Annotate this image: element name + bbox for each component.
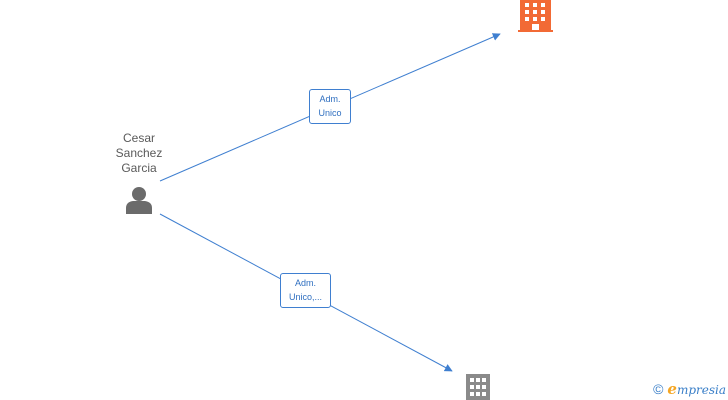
- footer-brand: © empresia: [653, 380, 726, 398]
- copyright-icon: ©: [653, 381, 664, 397]
- edge-label-line: Unico: [318, 108, 342, 118]
- edge-label-line: Adm.: [319, 94, 341, 104]
- edge-label[interactable]: Adm. Unico,...: [280, 273, 331, 308]
- person-icon[interactable]: [126, 187, 152, 214]
- brand-logo-text: mpresia: [676, 383, 726, 397]
- brand-logo-initial: e: [667, 380, 677, 398]
- brand-logo[interactable]: empresia: [667, 380, 726, 398]
- person-name-line: Garcia: [121, 161, 157, 175]
- edge-label-line: Adm.: [294, 278, 316, 288]
- person-name[interactable]: Cesar Sanchez Garcia: [104, 131, 174, 176]
- building-icon[interactable]: [466, 374, 490, 400]
- edge-label[interactable]: Adm. Unico: [309, 89, 351, 124]
- person-name-line: Cesar: [122, 131, 155, 145]
- edge-label-line: Unico,...: [288, 292, 322, 302]
- person-name-line: Sanchez: [115, 146, 163, 160]
- building-icon[interactable]: [518, 0, 553, 32]
